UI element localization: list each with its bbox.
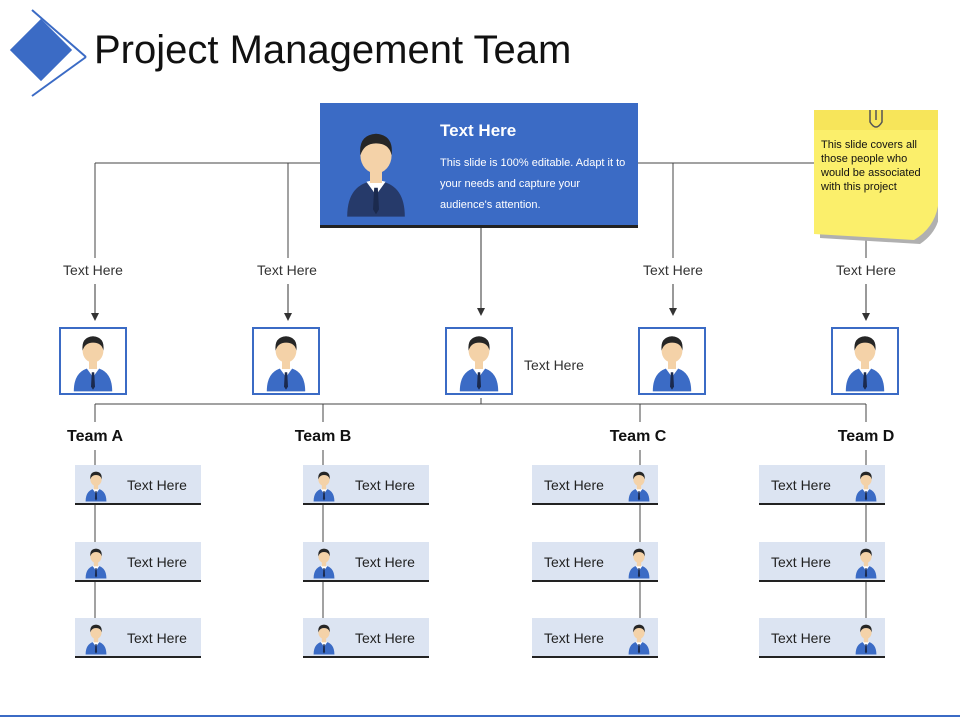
team-member-label: Text Here <box>771 630 831 646</box>
businessman-icon <box>83 544 109 580</box>
businessman-icon <box>83 467 109 503</box>
level2-label: Text Here <box>63 262 123 278</box>
diamond-logo-icon <box>9 9 87 97</box>
team-member-label: Text Here <box>355 630 415 646</box>
sticky-note-text: This slide covers all those people who w… <box>821 139 921 193</box>
team-member-box: Text Here <box>303 542 429 582</box>
level2-label: Text Here <box>643 262 703 278</box>
businessman-icon <box>626 544 652 580</box>
team-member-box: Text Here <box>75 542 201 582</box>
businessman-icon <box>311 544 337 580</box>
paperclip-icon <box>869 110 883 128</box>
team-member-label: Text Here <box>771 554 831 570</box>
sticky-note: This slide covers all those people who w… <box>814 110 938 244</box>
level2-portrait-frame <box>638 327 706 395</box>
level2-label: Text Here <box>836 262 896 278</box>
level2-portrait-frame <box>59 327 127 395</box>
businessman-icon <box>626 620 652 656</box>
team-member-label: Text Here <box>544 630 604 646</box>
team-member-label: Text Here <box>127 477 187 493</box>
top-card-description: This slide is 100% editable. Adapt it to… <box>440 157 626 211</box>
team-name: Team B <box>294 428 352 445</box>
team-member-box: Text Here <box>759 618 885 658</box>
team-member-label: Text Here <box>355 554 415 570</box>
team-member-label: Text Here <box>127 554 187 570</box>
businessman-icon <box>652 336 692 392</box>
businessman-icon <box>266 336 306 392</box>
level2-portrait-frame <box>445 327 513 395</box>
top-card-heading: Text Here <box>440 121 517 140</box>
team-member-box: Text Here <box>532 465 658 505</box>
team-name: Team D <box>837 428 895 445</box>
team-name: Team A <box>66 428 123 445</box>
team-member-label: Text Here <box>544 477 604 493</box>
team-member-label: Text Here <box>355 477 415 493</box>
team-member-box: Text Here <box>75 618 201 658</box>
businessman-icon <box>73 336 113 392</box>
level2-portrait-frame <box>831 327 899 395</box>
team-member-label: Text Here <box>771 477 831 493</box>
team-member-box: Text Here <box>759 542 885 582</box>
team-member-box: Text Here <box>532 542 658 582</box>
businessman-icon <box>311 620 337 656</box>
businessman-icon <box>626 467 652 503</box>
businessman-icon <box>845 336 885 392</box>
team-member-box: Text Here <box>759 465 885 505</box>
team-member-box: Text Here <box>75 465 201 505</box>
team-name: Team C <box>609 428 667 445</box>
businessman-icon <box>853 544 879 580</box>
businessman-icon <box>311 467 337 503</box>
team-member-box: Text Here <box>303 618 429 658</box>
businessman-icon <box>853 620 879 656</box>
top-card: Text Here This slide is 100% editable. A… <box>320 103 638 228</box>
team-member-label: Text Here <box>127 630 187 646</box>
businessman-icon <box>340 121 412 221</box>
team-member-label: Text Here <box>544 554 604 570</box>
businessman-icon <box>853 467 879 503</box>
team-member-box: Text Here <box>303 465 429 505</box>
businessman-icon <box>83 620 109 656</box>
level2-portrait-frame <box>252 327 320 395</box>
page-title: Project Management Team <box>94 28 572 72</box>
businessman-icon <box>459 336 499 392</box>
center-side-label: Text Here <box>524 357 584 373</box>
team-member-box: Text Here <box>532 618 658 658</box>
level2-label: Text Here <box>257 262 317 278</box>
